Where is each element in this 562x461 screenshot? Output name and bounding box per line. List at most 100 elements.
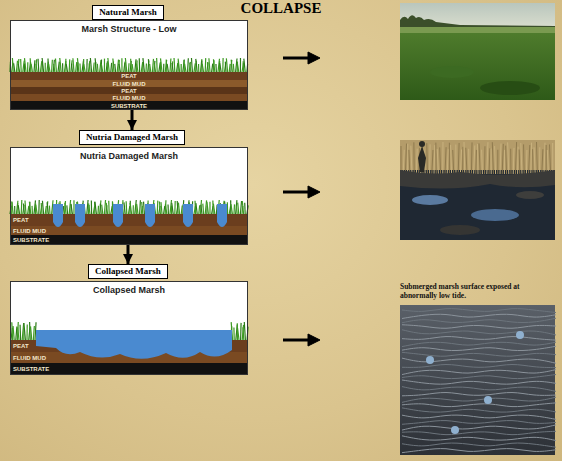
mud-crack — [402, 415, 556, 419]
marsh-photo — [400, 3, 555, 100]
grass-blade — [124, 202, 125, 214]
peat-layer — [10, 87, 248, 94]
grass-blade — [205, 58, 207, 72]
reed — [447, 149, 448, 174]
reed — [462, 147, 463, 174]
eat-out-pockets — [53, 204, 227, 227]
grass-blade — [88, 61, 89, 72]
mud-layer — [10, 94, 248, 101]
grass-blade — [190, 63, 191, 72]
reed — [453, 150, 454, 174]
grass-blade — [161, 202, 162, 214]
grass-blade — [153, 61, 155, 72]
layer-label: SUBSTRATE — [111, 102, 147, 109]
grass-blade — [14, 206, 15, 214]
reed — [517, 147, 518, 174]
reed — [449, 143, 450, 174]
grass-blade — [65, 203, 66, 214]
grass-blade — [125, 58, 126, 72]
grass-blade — [137, 204, 138, 214]
grass-blade — [139, 200, 141, 214]
grass-blade — [28, 206, 29, 214]
grass-blade — [31, 64, 32, 72]
grass-blade — [60, 58, 61, 72]
layer-label: FLUID MUD — [113, 94, 146, 101]
grass — [10, 58, 248, 72]
grass-blade — [106, 203, 107, 214]
grass-blade — [161, 58, 162, 72]
mud-crack — [402, 337, 556, 341]
grass-blade — [117, 60, 118, 72]
reed — [497, 150, 498, 174]
grass-blade — [170, 200, 171, 214]
reed — [502, 144, 503, 174]
reed — [445, 147, 446, 174]
photo-mud — [400, 305, 555, 455]
reed — [491, 148, 492, 174]
grass-blade — [47, 58, 49, 72]
grass-blade — [218, 59, 219, 72]
grass-blade — [156, 58, 158, 72]
reed — [466, 148, 467, 174]
grass-blade — [11, 202, 13, 214]
grass-blade — [26, 325, 27, 340]
reed — [529, 145, 530, 174]
grass-blade — [181, 206, 182, 214]
grass-blade — [47, 202, 48, 214]
grass-blade — [49, 206, 51, 214]
stage-label: Natural Marsh — [99, 7, 157, 18]
far-marsh — [400, 27, 555, 33]
reed — [475, 150, 477, 174]
mud-crack — [402, 403, 556, 407]
grass-blade — [215, 64, 217, 72]
grass-blade — [71, 204, 72, 214]
reed — [494, 146, 496, 174]
reed — [550, 144, 551, 174]
grass-blade — [69, 59, 71, 72]
grass-blade — [42, 58, 43, 72]
grass-blade — [174, 201, 176, 214]
grass-blade — [11, 322, 13, 340]
grass-blade — [24, 323, 25, 340]
grass-blade — [108, 201, 110, 214]
grass-blade — [55, 58, 57, 72]
grass-blade — [133, 205, 134, 214]
grass-blade — [31, 206, 33, 214]
mud-crack — [402, 387, 556, 392]
reed — [460, 149, 461, 174]
stage-label: Nutria Damaged Marsh — [86, 132, 178, 143]
grass-blade — [185, 64, 186, 72]
reed — [451, 145, 452, 174]
mud-crack — [402, 365, 556, 368]
grass-blade — [16, 61, 17, 72]
grass-blade — [20, 59, 22, 72]
grass-blade — [219, 61, 220, 72]
grass-blade — [17, 322, 19, 340]
grass-blade — [36, 59, 37, 72]
grass-blade — [126, 201, 128, 214]
grass-blade — [51, 60, 53, 72]
grass-blade — [95, 58, 96, 72]
reed — [487, 142, 488, 174]
reed — [481, 150, 483, 174]
grass-blade — [237, 63, 238, 72]
reed — [434, 145, 436, 174]
arrow-shaft — [283, 191, 310, 194]
mud-crack — [402, 421, 556, 425]
grass-blade — [71, 60, 72, 72]
mud-crack — [402, 425, 556, 430]
grass-blade — [143, 202, 145, 214]
mud-crack — [402, 436, 556, 441]
reed — [546, 145, 547, 174]
person-head — [419, 141, 425, 147]
grass-blade — [13, 326, 14, 340]
mud-layer — [10, 226, 248, 235]
reed — [442, 142, 443, 174]
grass-blade — [183, 60, 184, 72]
grass-blade — [240, 323, 242, 340]
reed — [429, 144, 431, 174]
grass-blade — [212, 64, 213, 72]
grass-blade — [71, 64, 73, 72]
grass-blade — [172, 203, 173, 214]
grass-blade — [40, 61, 41, 72]
